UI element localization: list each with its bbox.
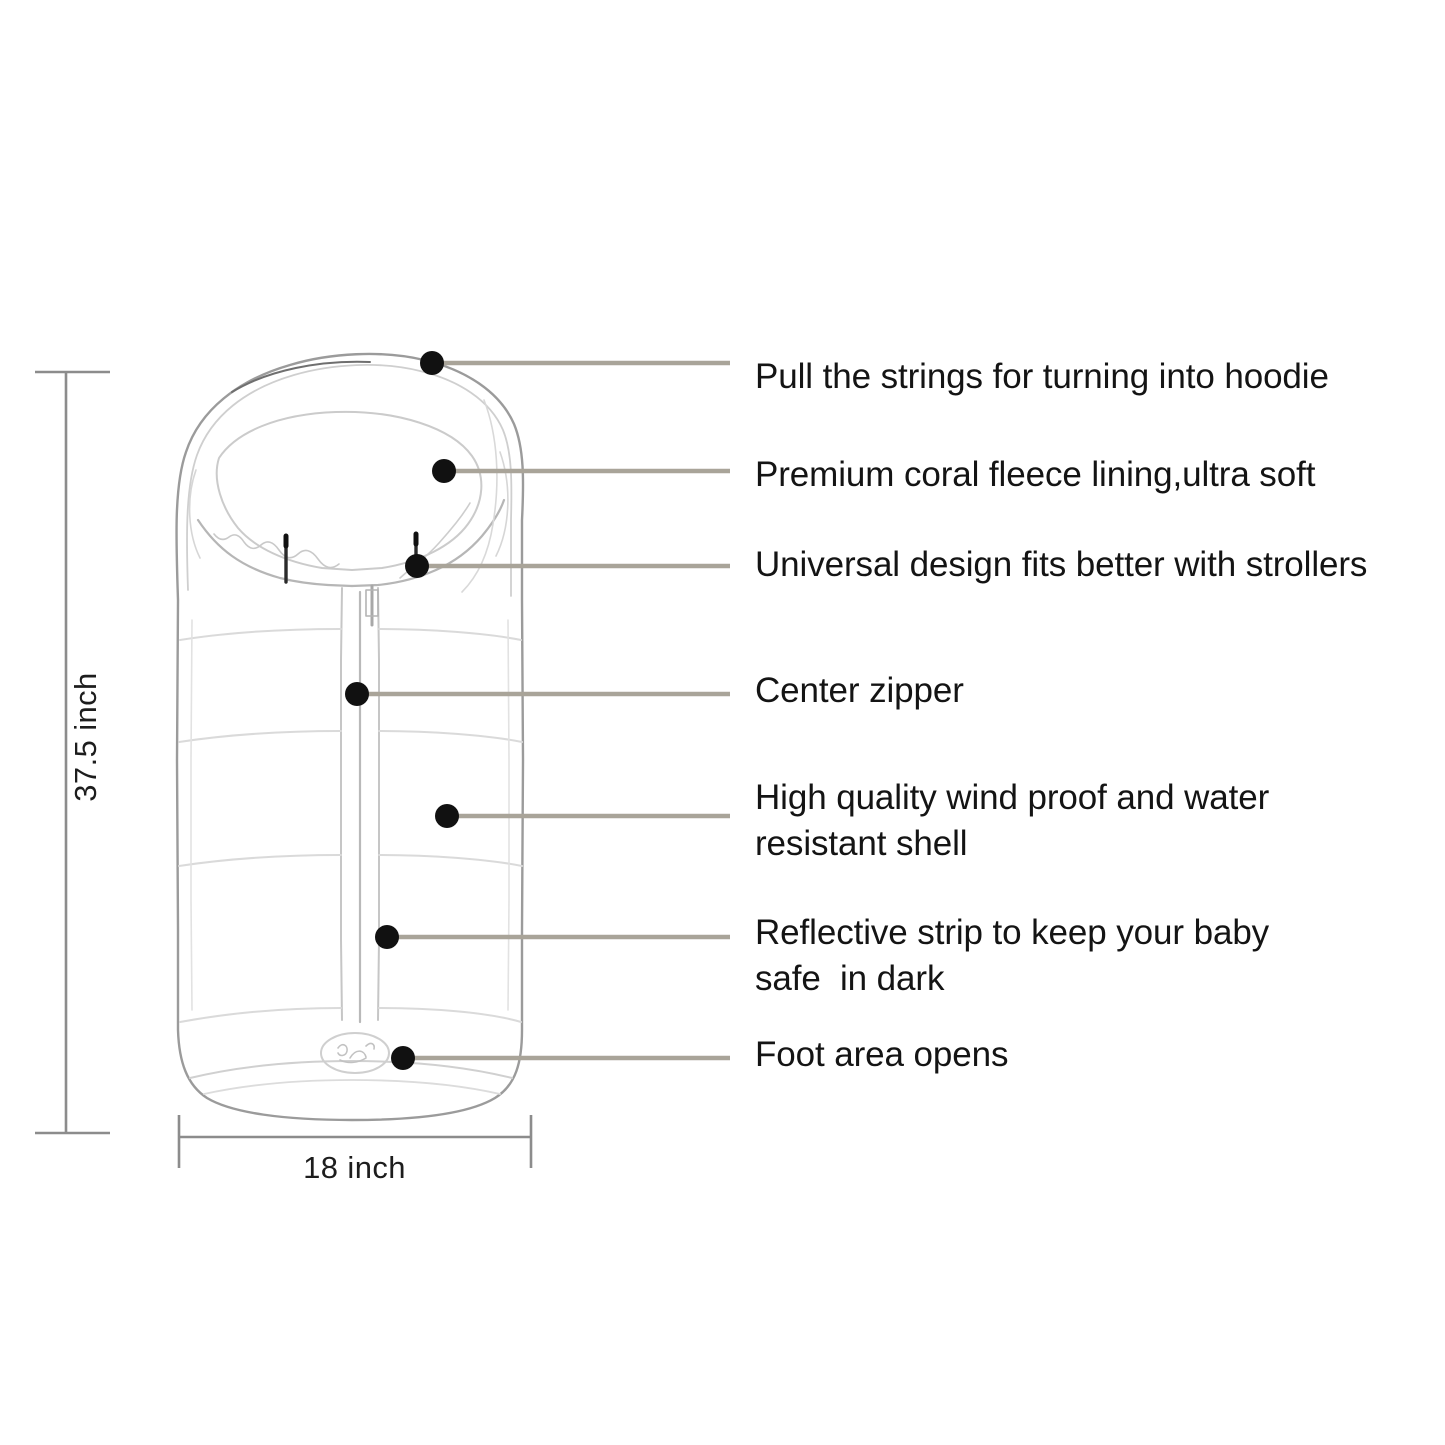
callout-dot-universal-design[interactable] — [405, 554, 429, 578]
callout-dot-foot-area-opens[interactable] — [391, 1046, 415, 1070]
callout-leaders — [345, 351, 730, 1070]
hood-inner-left-contour — [188, 469, 201, 559]
footmuff-drawing — [175, 352, 525, 1122]
zipper-placket-left — [340, 587, 343, 1021]
center-zipper — [340, 584, 380, 1024]
quilt-seam-4 — [179, 1007, 342, 1023]
callout-label-coral-fleece-lining: Premium coral fleece lining,ultra soft — [755, 455, 1316, 494]
zipper-placket-right — [377, 587, 380, 1021]
logo-badge-oval — [320, 1032, 390, 1074]
hood-fleece-trim — [196, 518, 354, 588]
hood-inner-opening — [215, 410, 483, 571]
quilt-seam-1-right — [378, 628, 522, 641]
quilt-seams — [178, 628, 523, 1023]
callout-label-reflective-strip: Reflective strip to keep your baby safe … — [755, 913, 1270, 998]
callout-dot-coral-fleece-lining[interactable] — [432, 459, 456, 483]
hood-outer-inner-edge — [186, 364, 513, 597]
fleece-ruffle-detail — [213, 533, 340, 569]
logo-badge-script — [337, 1042, 375, 1064]
dimension-width-label: 18 inch — [303, 1150, 406, 1185]
foot-area-seam — [189, 1060, 513, 1079]
hood-top-highlight — [231, 360, 371, 393]
callout-dot-reflective-strip[interactable] — [375, 925, 399, 949]
callout-label-pull-strings: Pull the strings for turning into hoodie — [755, 357, 1329, 396]
hood-fleece-trim-right — [350, 498, 506, 588]
fleece-ruffle-detail-right — [399, 502, 471, 579]
quilt-seam-2 — [178, 730, 342, 743]
logo-badge — [320, 1032, 390, 1074]
footmuff-outer-outline — [175, 352, 525, 1122]
callout-dot-windproof-shell[interactable] — [435, 804, 459, 828]
callout-dot-pull-strings[interactable] — [420, 351, 444, 375]
quilt-seam-1 — [179, 628, 342, 641]
quilt-seam-2-right — [378, 730, 523, 743]
callout-dot-center-zipper[interactable] — [345, 682, 369, 706]
callout-label-foot-area-opens: Foot area opens — [755, 1035, 1009, 1074]
foot-area-opening-line — [203, 1079, 501, 1095]
callout-label-windproof-shell: High quality wind proof and water resist… — [755, 778, 1270, 863]
callout-label-universal-design: Universal design fits better with stroll… — [755, 545, 1368, 584]
quilt-seam-3-right — [378, 854, 523, 867]
quilt-seam-3 — [178, 854, 342, 867]
dimension-lines — [35, 370, 533, 1168]
dimension-height-label: 37.5 inch — [68, 672, 103, 802]
quilt-seam-4-right — [378, 1007, 522, 1023]
zipper-slider-body — [365, 589, 379, 617]
hood-inner-right-contour — [495, 451, 509, 557]
callout-label-center-zipper: Center zipper — [755, 671, 964, 710]
body-left-inner-line — [190, 619, 193, 1011]
body-right-inner-line — [507, 619, 510, 1011]
drawstrings — [283, 531, 419, 584]
hood-right-seam — [461, 399, 498, 593]
